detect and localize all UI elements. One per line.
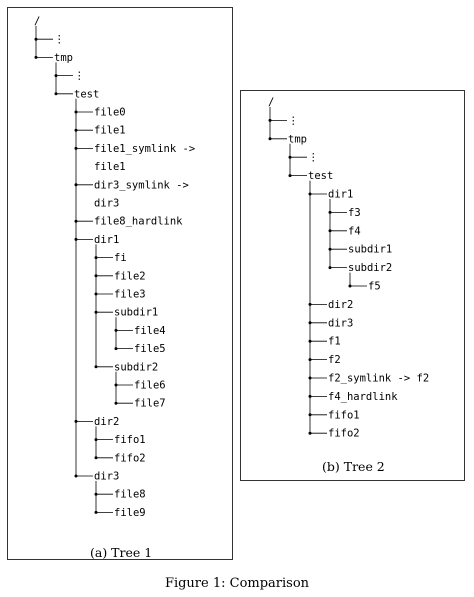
tree-node-dot — [74, 474, 78, 478]
figure-caption: Figure 1: Comparison — [164, 576, 310, 591]
tree-node-label: dir3 — [94, 471, 119, 483]
tree-node-label: f2_symlink -> f2 — [328, 373, 429, 385]
tree-node-dot — [34, 37, 38, 41]
tree-node-dot — [34, 55, 38, 59]
tree-node-label: subdir1 — [348, 244, 392, 256]
tree-node-label: / — [34, 16, 40, 28]
tree-node-dot — [328, 229, 332, 233]
tree-node-dot — [308, 321, 312, 325]
tree-node-dot — [74, 219, 78, 223]
ellipsis-node: ⋮ — [54, 34, 65, 46]
tree-node-dot — [268, 137, 272, 141]
tree-node-label: test — [74, 88, 99, 100]
tree-node-label: f5 — [368, 281, 381, 293]
tree-node-label: file8_hardlink — [94, 216, 183, 228]
tree-node-label: fi — [114, 252, 127, 264]
tree-node-label: dir3 — [328, 317, 353, 329]
tree-node-label: file8 — [114, 489, 146, 501]
tree-node-label: file4 — [134, 325, 166, 337]
tree-node-dot — [74, 419, 78, 423]
tree-node-dot — [74, 110, 78, 114]
tree-node-label: f1 — [328, 336, 341, 348]
tree-node-dot — [328, 266, 332, 270]
tree-node-dot — [308, 192, 312, 196]
tree-node-dot — [54, 74, 58, 78]
tree2-diagram: /⋮tmp⋮testdir1f3f4subdir1subdir2f5dir2di… — [268, 97, 429, 440]
ellipsis-node: ⋮ — [74, 70, 85, 82]
tree-node-dot — [74, 128, 78, 132]
tree-node-label: file5 — [134, 343, 166, 355]
tree-node-dot — [74, 183, 78, 187]
tree2-caption: (b) Tree 2 — [322, 459, 385, 474]
tree-node-label: fifo1 — [328, 409, 360, 421]
tree-node-label: fifo1 — [114, 434, 146, 446]
tree-node-dot — [288, 155, 292, 159]
tree-node-dot — [328, 210, 332, 214]
tree-node-label-continuation: file1 — [94, 161, 126, 173]
tree-node-dot — [114, 401, 118, 405]
tree-node-label: f2 — [328, 354, 341, 366]
tree-node-label: subdir1 — [114, 307, 158, 319]
tree-node-label: tmp — [54, 52, 73, 64]
tree-node-dot — [94, 492, 98, 496]
tree-node-dot — [74, 237, 78, 241]
tree-node-label: file3 — [114, 289, 146, 301]
tree-node-label: file1_symlink -> — [94, 143, 195, 155]
tree-node-dot — [94, 510, 98, 514]
tree-node-label: subdir2 — [114, 361, 158, 373]
tree-node-label: fifo2 — [328, 428, 360, 440]
tree-node-dot — [94, 456, 98, 460]
tree-node-dot — [94, 310, 98, 314]
tree-node-dot — [114, 383, 118, 387]
tree-node-label: f4 — [348, 225, 361, 237]
tree-node-dot — [94, 256, 98, 260]
tree-node-dot — [268, 118, 272, 122]
tree-node-label: subdir2 — [348, 262, 392, 274]
tree-node-label: f4_hardlink — [328, 391, 398, 403]
tree-node-dot — [288, 174, 292, 178]
tree-node-dot — [74, 146, 78, 150]
tree-node-dot — [94, 292, 98, 296]
tree-node-dot — [308, 339, 312, 343]
tree-node-label: test — [308, 170, 333, 182]
tree-node-label: file6 — [134, 380, 166, 392]
tree-node-dot — [94, 365, 98, 369]
tree-node-label: dir1 — [328, 189, 353, 201]
tree-node-dot — [328, 247, 332, 251]
ellipsis-node: ⋮ — [288, 115, 299, 127]
tree-node-dot — [54, 92, 58, 96]
tree-node-dot — [94, 438, 98, 442]
tree-node-label: dir2 — [94, 416, 119, 428]
tree-node-dot — [308, 394, 312, 398]
tree1-caption: (a) Tree 1 — [90, 545, 153, 560]
tree-node-dot — [114, 328, 118, 332]
tree-node-dot — [94, 274, 98, 278]
tree-node-dot — [308, 358, 312, 362]
tree-node-dot — [308, 376, 312, 380]
tree-node-label: dir3_symlink -> — [94, 179, 189, 191]
ellipsis-node: ⋮ — [308, 152, 319, 164]
tree-node-label: dir1 — [94, 234, 119, 246]
tree-node-label: file1 — [94, 125, 126, 137]
tree-node-label-continuation: dir3 — [94, 198, 119, 210]
tree-node-dot — [308, 431, 312, 435]
tree-node-dot — [308, 302, 312, 306]
tree-node-label: tmp — [288, 133, 307, 145]
tree-node-label: file0 — [94, 107, 126, 119]
tree-node-label: f3 — [348, 207, 361, 219]
tree-node-label: file7 — [134, 398, 166, 410]
tree-node-dot — [348, 284, 352, 288]
tree-node-dot — [308, 413, 312, 417]
tree-node-label: file2 — [114, 270, 146, 282]
tree-node-dot — [114, 347, 118, 351]
tree-node-label: fifo2 — [114, 452, 146, 464]
tree-node-label: file9 — [114, 507, 146, 519]
tree-node-label: dir2 — [328, 299, 353, 311]
tree-node-label: / — [268, 97, 274, 109]
